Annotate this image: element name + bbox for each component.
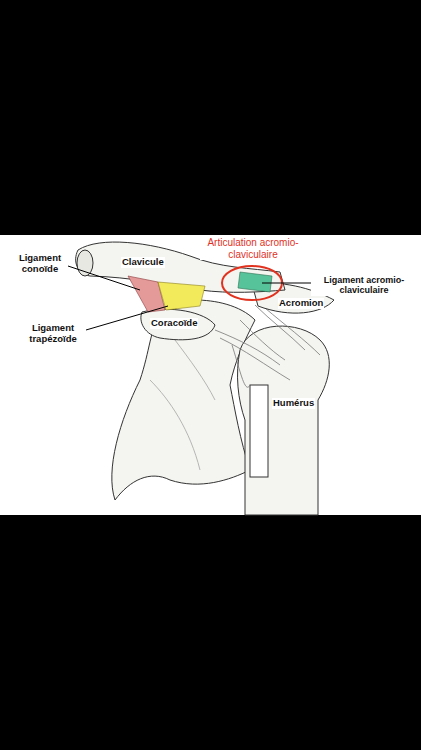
part-label: Humérus — [272, 398, 315, 409]
part-label: Coracoïde — [150, 318, 198, 329]
humerus — [238, 326, 330, 515]
leader-line — [262, 283, 312, 284]
part-label: Ligament acromio-claviculaire — [311, 275, 417, 296]
part-label: Articulation acromio-claviculaire — [200, 237, 306, 260]
acromioclavicular-ligament — [238, 272, 272, 292]
trapezoid-ligament — [158, 282, 205, 310]
part-label: Acromion — [278, 298, 324, 309]
coracoid — [141, 309, 215, 340]
leader-line — [68, 266, 140, 290]
bicipital-groove — [250, 385, 268, 477]
scapula-shading — [150, 340, 215, 470]
part-label: Ligament trapézoïde — [20, 323, 86, 345]
scapula — [112, 300, 255, 500]
part-label: Clavicule — [121, 257, 165, 268]
part-label: Ligament conoïde — [12, 253, 68, 275]
conoid-ligament — [128, 276, 165, 312]
capsule-fibres — [215, 305, 320, 387]
white-panel — [0, 235, 421, 515]
